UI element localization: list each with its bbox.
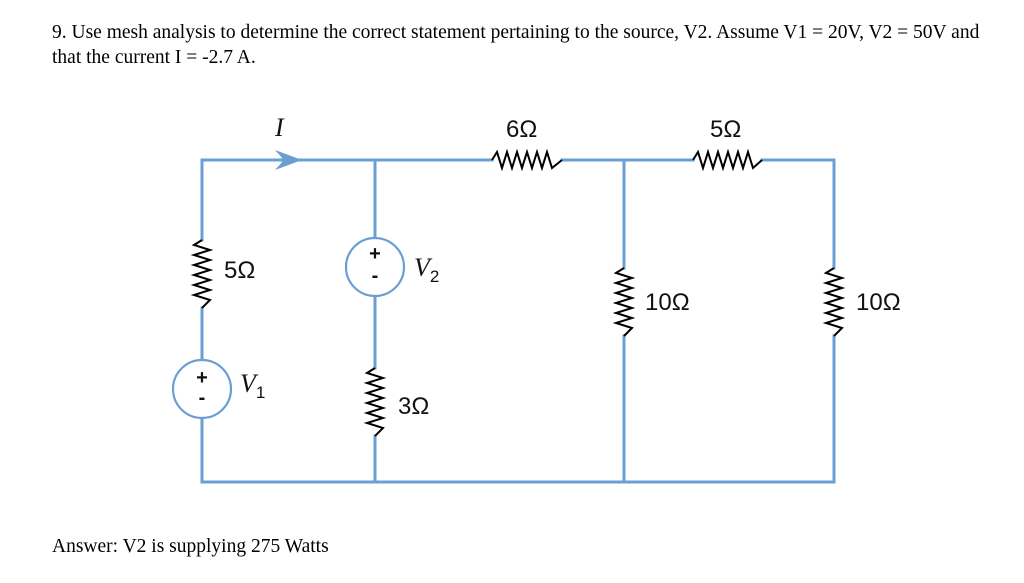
resistor-mid-vertical-label: 10Ω — [645, 289, 690, 316]
v2-symbol: V2 — [414, 253, 439, 286]
resistor-left-label: 5Ω — [224, 257, 255, 284]
resistor-top-mid-label: 6Ω — [506, 116, 537, 143]
voltage-source-v2: + - V2 — [344, 236, 439, 298]
v1-subscript: 1 — [256, 383, 265, 402]
v1-minus: - — [199, 387, 206, 409]
resistor-top-mid-6ohm: 6Ω — [491, 116, 563, 172]
v2-plus: + — [369, 243, 381, 265]
problem-statement: 9. Use mesh analysis to determine the co… — [52, 22, 980, 68]
v1-symbol-letter: V — [240, 369, 259, 398]
resistor-mid-vertical-10ohm: 10Ω — [612, 267, 690, 337]
resistor-left-5ohm: 5Ω — [190, 239, 255, 309]
v2-minus: - — [372, 265, 379, 287]
v1-symbol: V1 — [240, 369, 265, 402]
resistor-right-vertical-10ohm: 10Ω — [822, 267, 901, 337]
resistor-top-right-5ohm: 5Ω — [692, 116, 763, 172]
v2-subscript: 2 — [430, 267, 439, 286]
resistor-right-vertical-label: 10Ω — [856, 289, 901, 316]
v1-plus: + — [196, 367, 208, 389]
answer-text: Answer: V2 is supplying 275 Watts — [52, 536, 329, 557]
resistor-top-right-label: 5Ω — [710, 116, 741, 143]
current-arrow-icon — [275, 150, 302, 170]
voltage-source-v1: + - V1 — [171, 358, 265, 420]
v2-symbol-letter: V — [414, 253, 433, 282]
resistor-middle-label: 3Ω — [398, 393, 429, 420]
circuit-wires — [200, 158, 836, 484]
resistor-middle-3ohm: 3Ω — [363, 367, 429, 437]
current-label: I — [274, 113, 285, 142]
